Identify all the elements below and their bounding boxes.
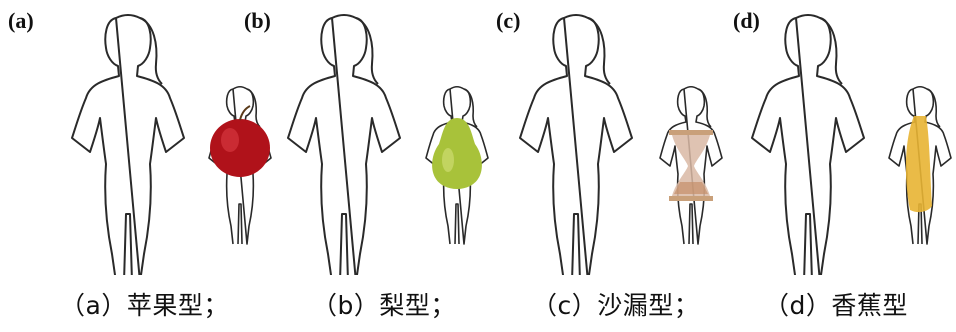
panel-a-label: (a): [8, 8, 34, 34]
panel-a-large-figure: [72, 15, 184, 275]
hourglass-icon: [669, 130, 713, 201]
panel-d-label: (d): [733, 8, 760, 34]
apple-icon: [210, 106, 270, 177]
panel-d-large-figure: [752, 15, 864, 275]
silhouettes-drawing: [0, 0, 956, 275]
panel-b-large-figure: [288, 15, 400, 275]
pear-icon: [432, 118, 482, 189]
caption-banana: （d）香蕉型: [764, 286, 908, 322]
panel-b-label: (b): [244, 8, 271, 34]
caption-hourglass: （c）沙漏型；: [532, 286, 699, 322]
caption-apple: （a）苹果型；: [60, 286, 229, 322]
banana-icon: [906, 116, 932, 212]
panel-c-large-figure: [520, 15, 632, 275]
panel-c-label: (c): [496, 8, 520, 34]
caption-pear: （b）梨型；: [312, 286, 456, 322]
